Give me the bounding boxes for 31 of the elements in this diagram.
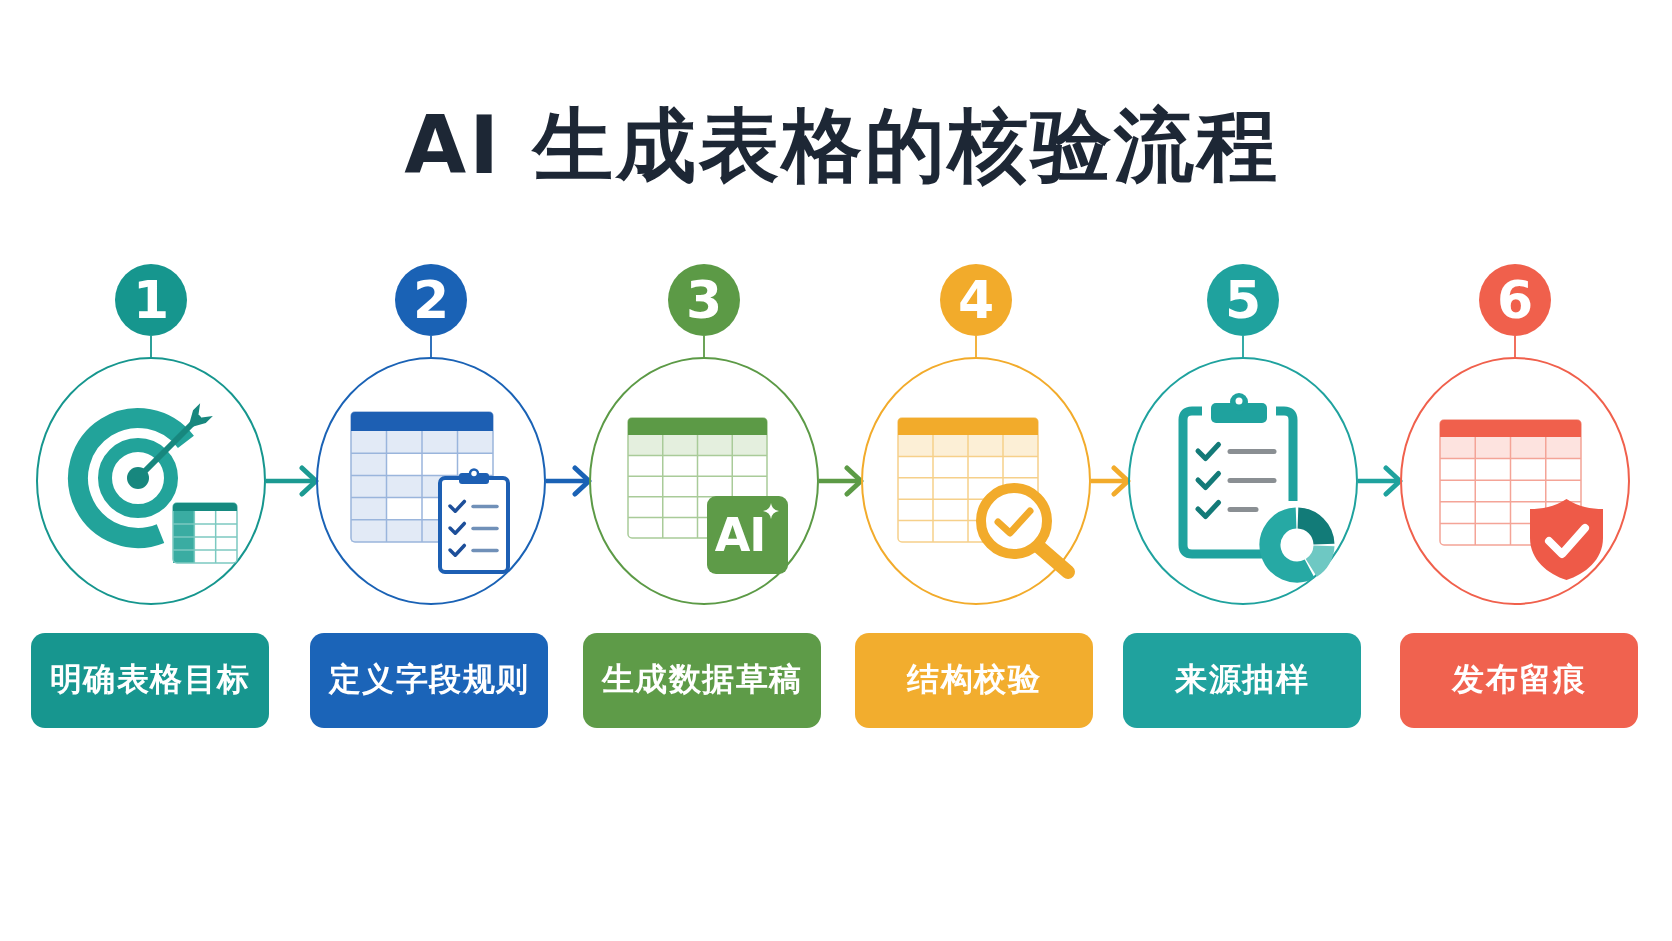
step-box: 生成数据草稿	[583, 632, 821, 728]
step-circle	[316, 357, 546, 605]
number-circle: 5	[1207, 264, 1279, 336]
step-circle	[36, 357, 266, 605]
number-circle: 4	[940, 264, 1012, 336]
step-box: 来源抽样	[1123, 632, 1361, 728]
connector-line	[1242, 335, 1244, 358]
arrow	[546, 465, 592, 497]
number-circle: 3	[668, 264, 740, 336]
number-circle: 2	[395, 264, 467, 336]
step-circle	[589, 357, 819, 605]
ai-badge: AI	[706, 495, 788, 574]
step-circle	[1400, 357, 1630, 605]
arrow	[266, 465, 319, 497]
connector-line	[430, 335, 432, 358]
step-box: 明确表格目标	[31, 632, 269, 728]
arrow	[1358, 465, 1403, 497]
arrow	[1091, 465, 1131, 497]
step-box: 发布留痕	[1400, 632, 1638, 728]
connector-line	[150, 335, 152, 358]
connector-line	[1514, 335, 1516, 358]
arrow	[819, 465, 864, 497]
step-circle	[861, 357, 1091, 605]
number-circle: 6	[1479, 264, 1551, 336]
title: AI 生成表格的核验流程	[404, 98, 1280, 194]
step-circle	[1128, 357, 1358, 605]
connector-line	[975, 335, 977, 358]
step-box: 定义字段规则	[310, 632, 548, 728]
number-circle: 1	[115, 264, 187, 336]
connector-line	[703, 335, 705, 358]
step-box: 结构校验	[855, 632, 1093, 728]
